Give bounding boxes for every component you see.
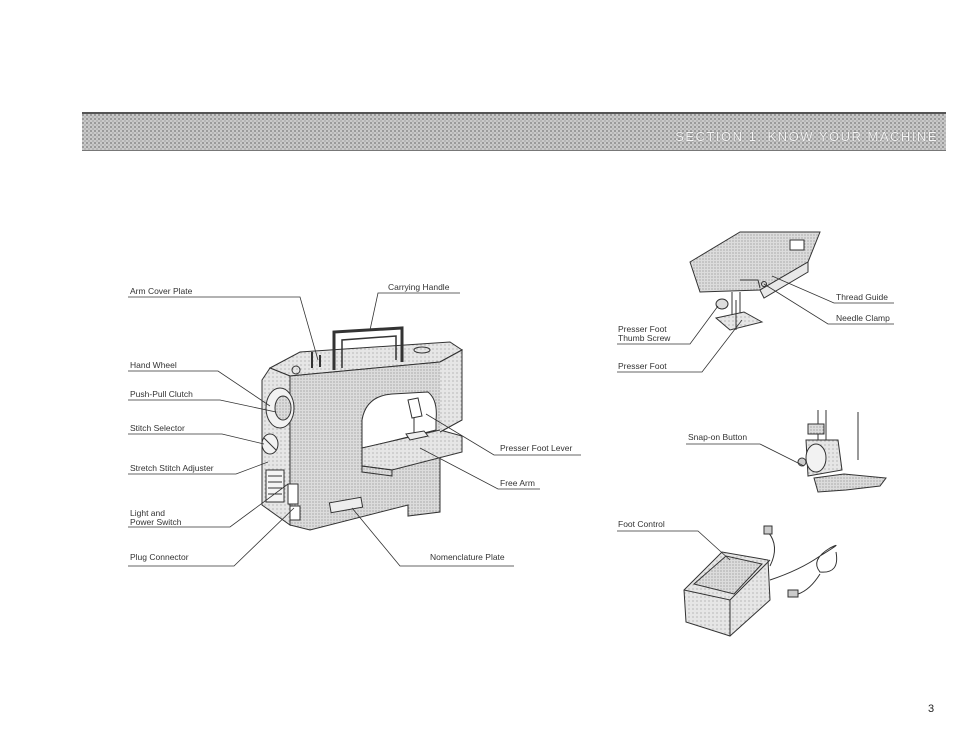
- label-light-and-power-switch-line1: Light and: [130, 508, 165, 518]
- label-push-pull-clutch: Push-Pull Clutch: [130, 389, 193, 399]
- leader-lines-foot-control: [617, 530, 731, 561]
- label-light-and-power-switch-line2: Power Switch: [130, 517, 182, 527]
- foot-control-detail-drawing: [683, 525, 838, 637]
- label-foot-control: Foot Control: [618, 519, 665, 529]
- section-banner: SECTION 1. KNOW YOUR MACHINE: [82, 112, 946, 151]
- snap-on-foot-detail-drawing: [797, 410, 887, 493]
- leader-lines-main: [128, 292, 581, 567]
- label-presser-foot-lever: Presser Foot Lever: [500, 443, 573, 453]
- leader-lines-presser-foot: [617, 275, 894, 373]
- section-title: SECTION 1. KNOW YOUR MACHINE: [675, 129, 938, 144]
- sewing-machine-drawing: [261, 326, 463, 531]
- label-stretch-stitch-adjuster: Stretch Stitch Adjuster: [130, 463, 214, 473]
- label-thread-guide: Thread Guide: [836, 292, 888, 302]
- label-presser-foot-thumb-screw-line2: Thumb Screw: [618, 333, 671, 343]
- label-nomenclature-plate: Nomenclature Plate: [430, 552, 505, 562]
- label-presser-foot: Presser Foot: [618, 361, 667, 371]
- label-arm-cover-plate: Arm Cover Plate: [130, 286, 193, 296]
- label-snap-on-button: Snap-on Button: [688, 432, 748, 442]
- label-needle-clamp: Needle Clamp: [836, 313, 890, 323]
- label-plug-connector: Plug Connector: [130, 552, 189, 562]
- label-carrying-handle: Carrying Handle: [388, 282, 450, 292]
- label-free-arm: Free Arm: [500, 478, 535, 488]
- page-number: 3: [928, 703, 935, 715]
- label-hand-wheel: Hand Wheel: [130, 360, 177, 370]
- leader-lines-snap-on: [686, 443, 805, 467]
- label-presser-foot-thumb-screw-line1: Presser Foot: [618, 324, 667, 334]
- presser-foot-detail-drawing: [689, 231, 821, 331]
- label-stitch-selector: Stitch Selector: [130, 423, 185, 433]
